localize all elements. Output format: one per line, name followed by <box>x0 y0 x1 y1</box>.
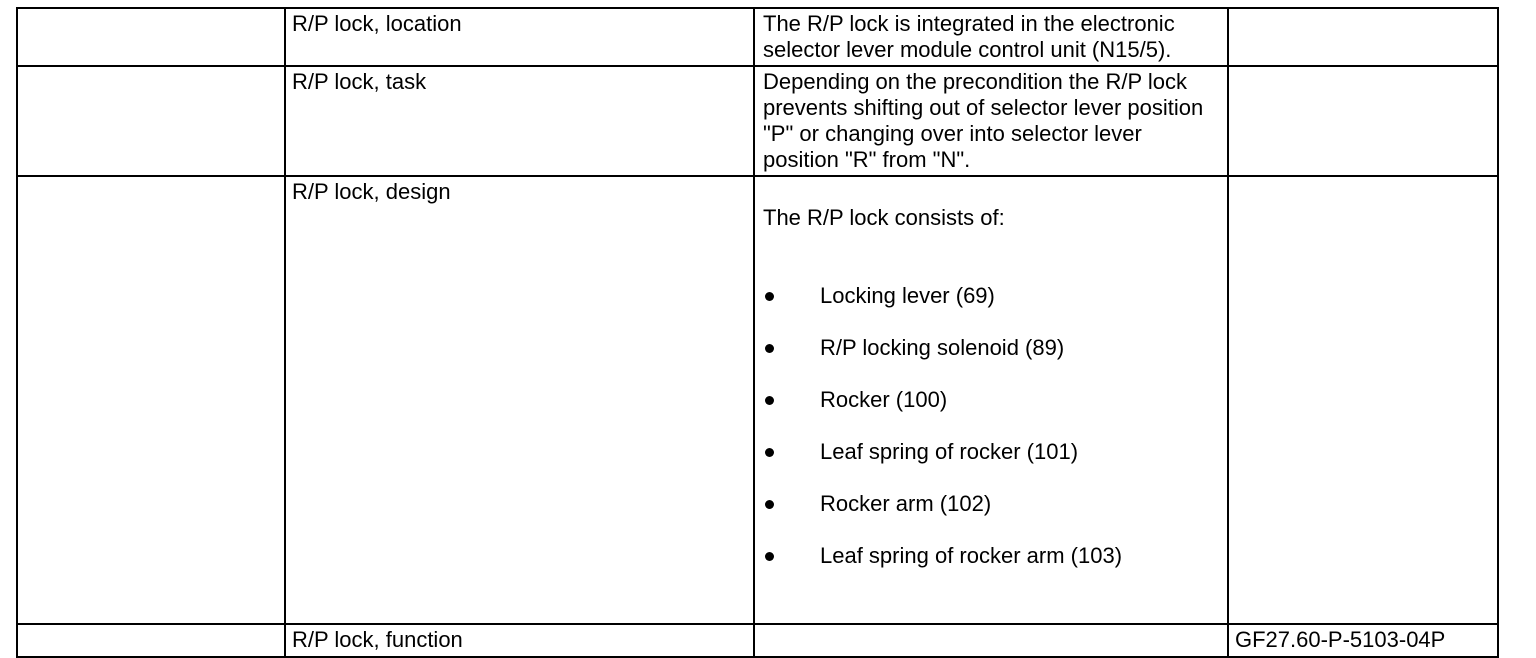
empty-cell <box>16 65 286 177</box>
bullet-icon <box>765 291 774 301</box>
row-label: R/P lock, function <box>284 623 755 658</box>
bullet-icon <box>765 343 774 353</box>
row-description: The R/P lock consists of: Locking lever … <box>753 175 1229 625</box>
row-label: R/P lock, location <box>284 7 755 67</box>
table-row-function: R/P lock, function GF27.60-P-5103-04P <box>16 623 1499 658</box>
list-item: Rocker (100) <box>763 387 1221 413</box>
bullet-icon <box>765 499 774 509</box>
row-label: R/P lock, task <box>284 65 755 177</box>
list-item-text: Rocker arm (102) <box>820 491 992 516</box>
row-description: Depending on the precondition the R/P lo… <box>753 65 1229 177</box>
row-ref <box>1227 65 1499 177</box>
table-row-location: R/P lock, location The R/P lock is integ… <box>16 7 1499 67</box>
list-item-text: R/P locking solenoid (89) <box>820 335 1065 360</box>
bullet-icon <box>765 447 774 457</box>
list-item-text: Leaf spring of rocker (101) <box>820 439 1079 464</box>
list-item: Rocker arm (102) <box>763 491 1221 517</box>
bullet-icon <box>765 395 774 405</box>
row-description <box>753 623 1229 658</box>
document-code: GF27.60-P-5103-04P <box>1227 623 1499 658</box>
list-item-text: Rocker (100) <box>820 387 948 412</box>
bullet-icon <box>765 551 774 561</box>
list-item: Locking lever (69) <box>763 283 1221 309</box>
row-label: R/P lock, design <box>284 175 755 625</box>
list-item-text: Locking lever (69) <box>820 283 995 308</box>
list-item-text: Leaf spring of rocker arm (103) <box>820 543 1123 568</box>
empty-cell <box>16 623 286 658</box>
list-item: R/P locking solenoid (89) <box>763 335 1221 361</box>
parts-list: Locking lever (69) R/P locking solenoid … <box>763 257 1221 595</box>
list-item: Leaf spring of rocker arm (103) <box>763 543 1221 569</box>
empty-cell <box>16 7 286 67</box>
list-item: Leaf spring of rocker (101) <box>763 439 1221 465</box>
empty-cell <box>16 175 286 625</box>
spec-table: R/P lock, location The R/P lock is integ… <box>16 7 1499 658</box>
table-row-design: R/P lock, design The R/P lock consists o… <box>16 175 1499 625</box>
row-ref <box>1227 7 1499 67</box>
table-row-task: R/P lock, task Depending on the precondi… <box>16 65 1499 177</box>
row-ref <box>1227 175 1499 625</box>
description-intro: The R/P lock consists of: <box>763 205 1005 230</box>
row-description: The R/P lock is integrated in the electr… <box>753 7 1229 67</box>
